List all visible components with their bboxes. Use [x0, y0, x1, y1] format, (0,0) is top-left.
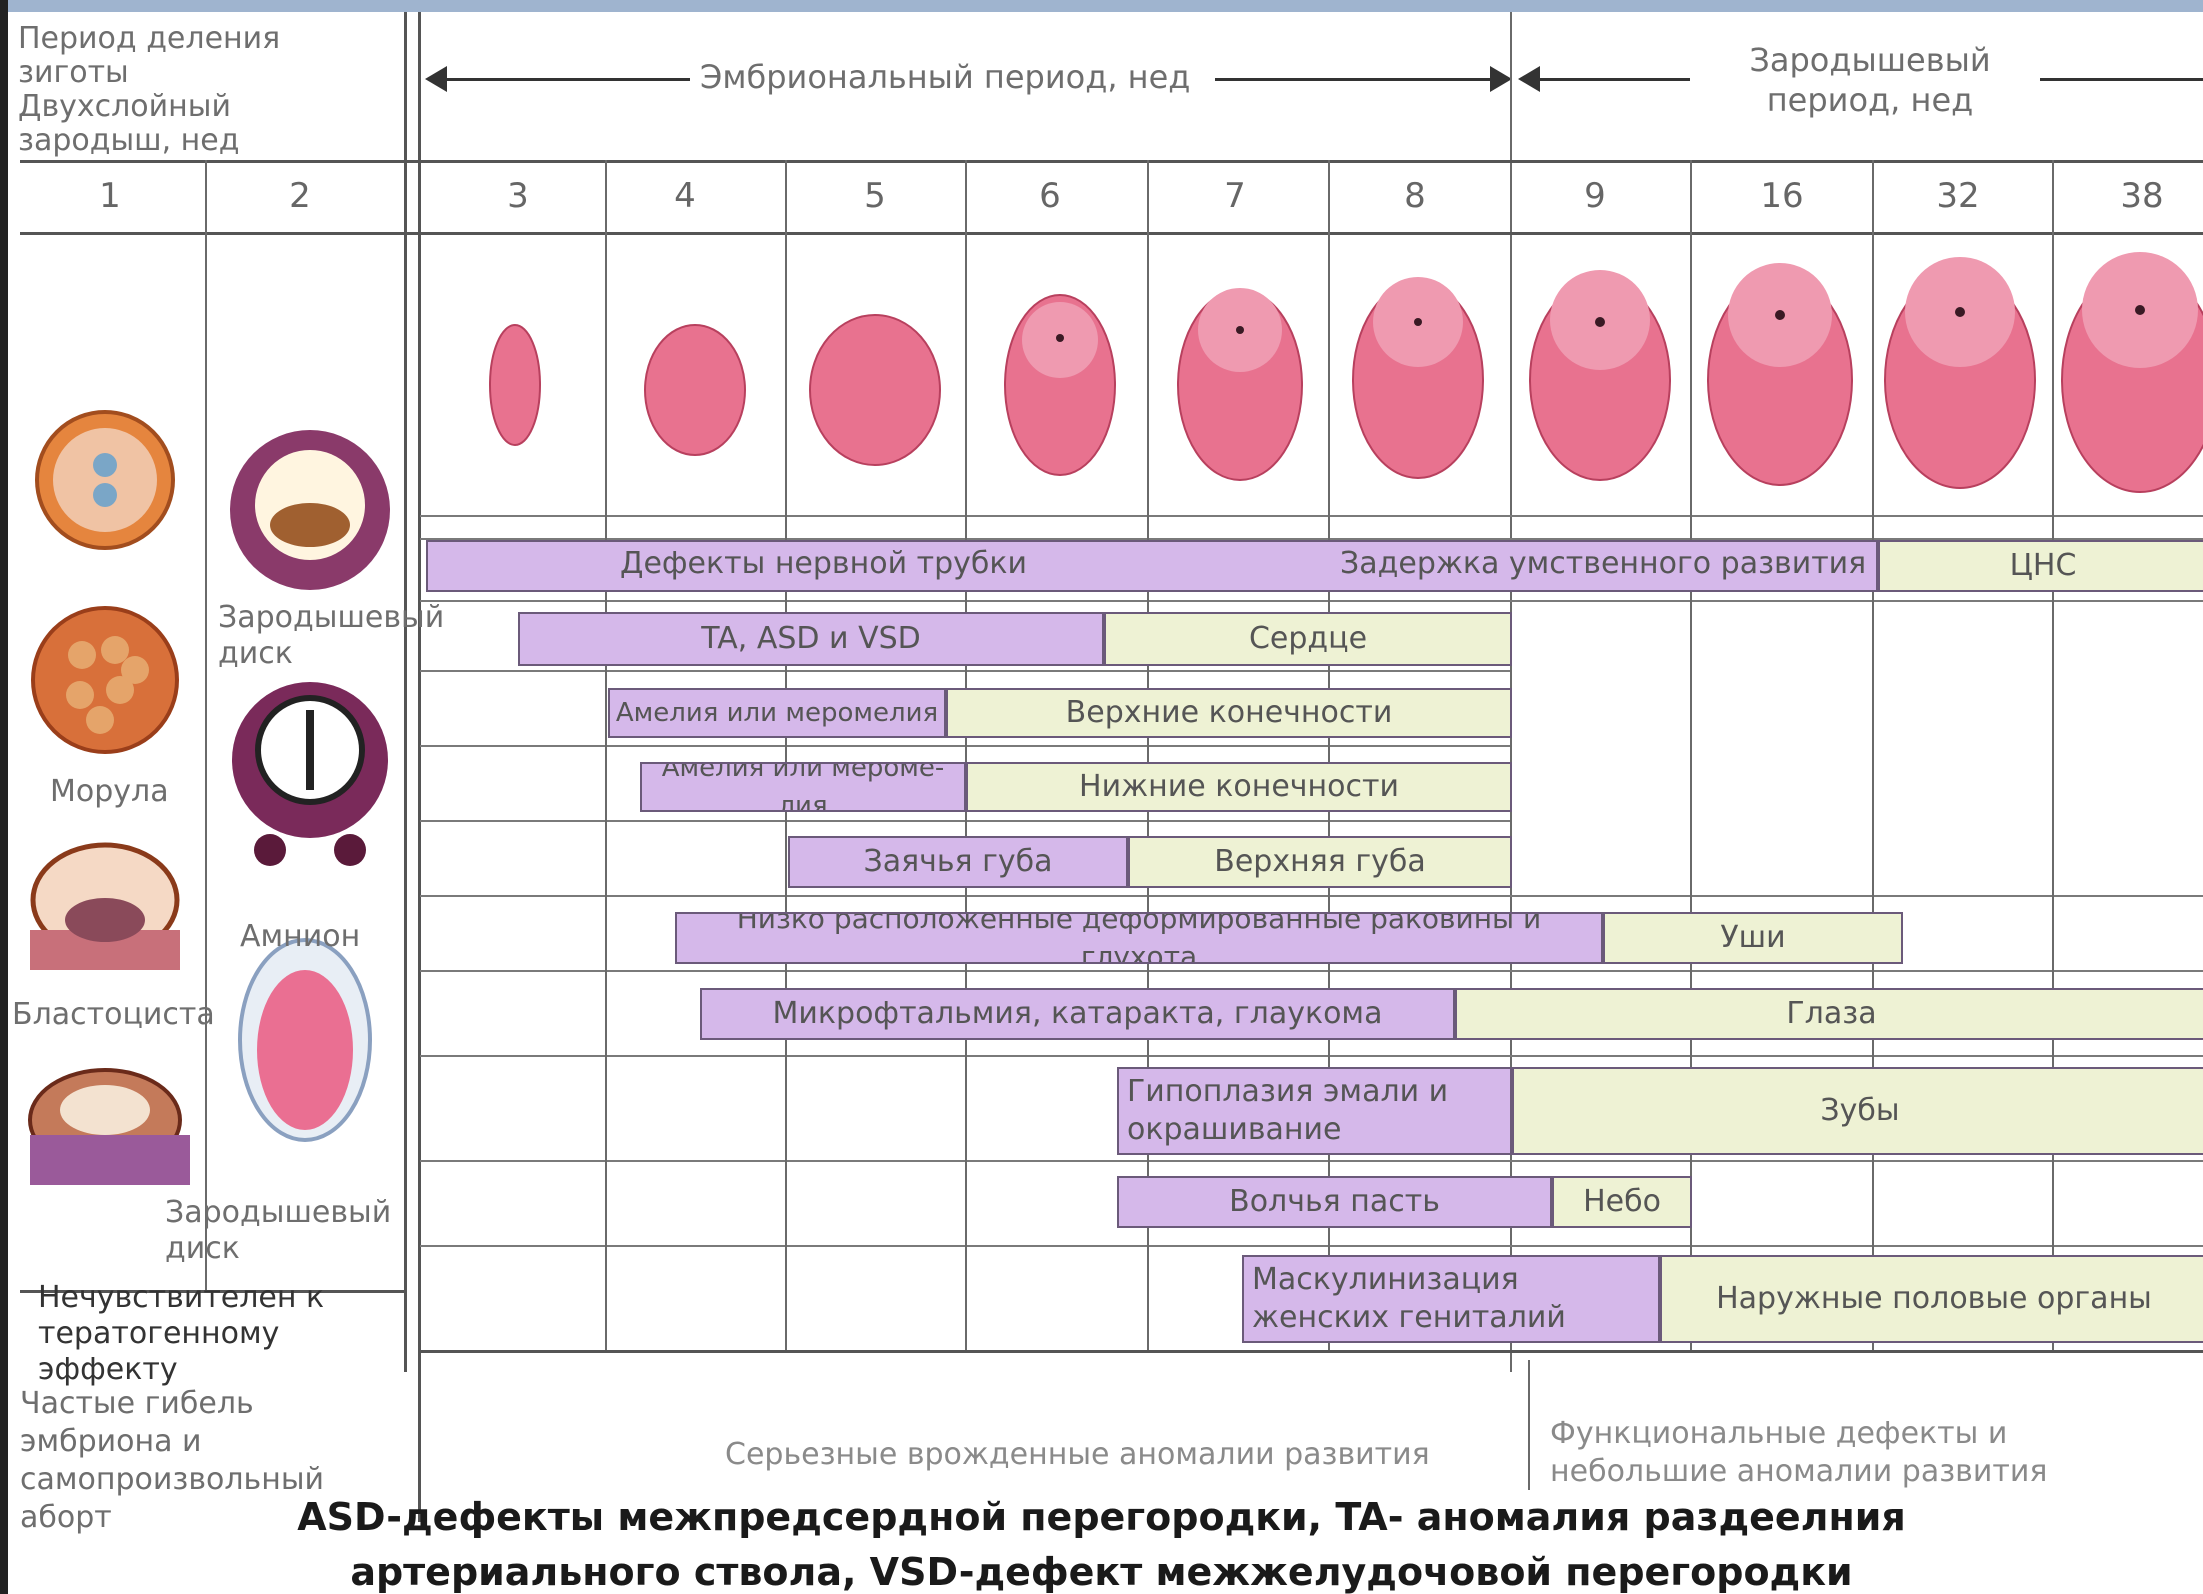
- amnion-label: Амнион: [240, 920, 390, 954]
- row-line-2: [420, 600, 2203, 602]
- germ-disc-label-2: Зародышевый диск: [165, 1195, 395, 1267]
- upper-limbs-bar: Верхние конечности: [946, 688, 1512, 738]
- cns-bar: ЦНС: [1878, 540, 2203, 592]
- caption-line-2: артериального ствола, VSD-дефект межжелу…: [0, 1550, 2203, 1594]
- genitals-bar: Наружные половые органы: [1660, 1255, 2203, 1343]
- caption-line-1: ASD-дефекты межпредсердной перегородки, …: [0, 1495, 2203, 1539]
- fetal-arrow-right-line: [2040, 78, 2203, 81]
- week-5: 5: [845, 176, 905, 216]
- ears-bar: Уши: [1603, 912, 1903, 964]
- palate-bar: Небо: [1552, 1176, 1692, 1228]
- embryonic-arrow-right-head: [1490, 66, 1512, 92]
- mental-label: Задержка умственного развития: [1340, 547, 1880, 581]
- eyes-defect-bar: Микрофтальмия, катаракта, глаукома: [700, 988, 1455, 1040]
- week-7: 7: [1205, 176, 1265, 216]
- embryo-row: [420, 250, 2203, 520]
- week-6: 6: [1020, 176, 1080, 216]
- week-2: 2: [270, 176, 330, 216]
- fetal-arrow-left-line: [1540, 78, 1690, 81]
- morula-cell: [33, 608, 177, 752]
- upper-lip-bar: Верхняя губа: [1128, 836, 1512, 888]
- embryonic-arrow-left-line: [430, 78, 690, 81]
- germ-disc-label-1: Зародышевый диск: [218, 600, 398, 672]
- embryonic-period-label: Эмбриональный период, нед: [700, 60, 1220, 94]
- embryonic-arrow-left-head: [425, 66, 447, 92]
- week-16: 16: [1752, 176, 1812, 216]
- bilaminar-disc-2: [232, 682, 388, 866]
- row-line-6: [420, 895, 2203, 897]
- masc-bar: Маскулинизация женских гениталий: [1242, 1255, 1660, 1343]
- functional-defects-label: Функциональные дефекты и небольшие анома…: [1550, 1415, 2170, 1491]
- left-edge: [0, 0, 8, 1594]
- enamel-bar: Гипоплазия эмали и окрашивание: [1117, 1067, 1512, 1155]
- left-illustrations: [20, 240, 405, 1240]
- left-header: Период деления зиготы Двухслойный зароды…: [18, 22, 398, 158]
- germ-disc-oval: [240, 940, 370, 1140]
- row-line-7: [420, 970, 2203, 972]
- header-line-2: [20, 232, 2203, 235]
- heart-bar: Сердце: [1104, 612, 1512, 666]
- ears-defect-bar: Низко расположенные деформированные рако…: [675, 912, 1603, 964]
- amelia-upper-bar: Амелия или мероме­лия: [608, 688, 946, 738]
- header-line-1: [20, 160, 2203, 163]
- embryonic-arrow-right-line: [1215, 78, 1490, 81]
- serious-anomalies-label: Серьезные врожденные аномалии развития: [725, 1438, 1485, 1472]
- week-38: 38: [2112, 176, 2172, 216]
- neural-tube-label: Дефекты нервной трубки: [620, 547, 1080, 581]
- implanted-blastocyst: [30, 1070, 190, 1185]
- week-1: 1: [80, 176, 140, 216]
- cleft-lip-bar: Заячья губа: [788, 836, 1128, 888]
- row-line-9: [420, 1160, 2203, 1162]
- eyes-bar: Глаза: [1455, 988, 2203, 1040]
- palate-defect-bar: Волчья пасть: [1117, 1176, 1552, 1228]
- row-line-bottom: [420, 1350, 2203, 1353]
- insensitive-label: Нечувствителен к тератогенному эффекту: [38, 1280, 388, 1388]
- morula-label: Морула: [50, 775, 230, 809]
- blastocyst-cell: [30, 845, 180, 970]
- main-divider: [418, 12, 421, 1522]
- fetal-period-label: Зародышевый период, нед: [1720, 40, 2020, 120]
- week-4: 4: [655, 176, 715, 216]
- embryo-week-4: [645, 325, 745, 455]
- embryo-week-3: [490, 325, 540, 445]
- left-header-line-3: зародыш, нед: [18, 124, 398, 158]
- bottom-divider: [1528, 1360, 1530, 1490]
- week-32: 32: [1928, 176, 1988, 216]
- teeth-bar: Зубы: [1512, 1067, 2203, 1155]
- row-line-10: [420, 1245, 2203, 1247]
- left-header-line-2: Двухслойный: [18, 90, 398, 124]
- week-8: 8: [1385, 176, 1445, 216]
- lower-limbs-bar: Нижние конечности: [966, 762, 1512, 812]
- week-3: 3: [488, 176, 548, 216]
- fetal-arrow-left-head: [1518, 66, 1540, 92]
- row-line-8: [420, 1055, 2203, 1057]
- embryo-week-5: [810, 315, 940, 465]
- bilaminar-disc-1: [230, 430, 390, 590]
- left-header-line-1: Период деления зиготы: [18, 22, 398, 90]
- zygote-cell: [37, 412, 173, 548]
- heart-defects-bar: TA, ASD и VSD: [518, 612, 1104, 666]
- blastocyst-label: Бластоциста: [12, 998, 212, 1032]
- top-strip: [0, 0, 2203, 12]
- amelia-lower-bar: Амелия или мероме­лия: [640, 762, 966, 812]
- week-9: 9: [1565, 176, 1625, 216]
